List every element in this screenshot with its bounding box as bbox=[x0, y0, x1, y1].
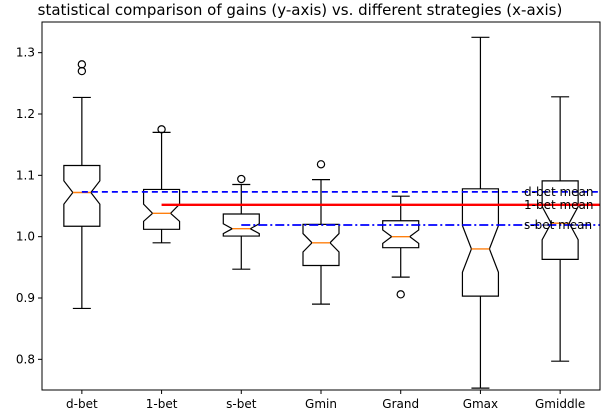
flier-point bbox=[396, 290, 405, 299]
x-tick-label: Gmin bbox=[305, 397, 337, 411]
x-tick: 1-bet bbox=[146, 390, 178, 411]
box-d-bet bbox=[63, 60, 101, 310]
flier-point bbox=[237, 174, 246, 184]
y-tick: 1.3 bbox=[16, 46, 42, 60]
box-Gmiddle bbox=[541, 96, 579, 362]
y-tick-label: 1.1 bbox=[16, 168, 35, 182]
reference-label: d-bet mean bbox=[524, 185, 594, 199]
flier-point bbox=[157, 125, 166, 134]
notched-box bbox=[461, 188, 500, 297]
chart-title: statistical comparison of gains (y-axis)… bbox=[38, 1, 563, 19]
flier-point bbox=[77, 66, 87, 76]
x-tick-label: Gmax bbox=[463, 397, 498, 411]
y-tick-label: 1.2 bbox=[16, 107, 35, 121]
box-Gmin bbox=[302, 160, 340, 305]
reference-line-s-bet-mean: s-bet mean bbox=[241, 218, 600, 232]
notched-box bbox=[63, 164, 101, 227]
box-Grand bbox=[382, 195, 420, 299]
x-tick: d-bet bbox=[66, 390, 98, 411]
y-tick: 1.1 bbox=[16, 168, 42, 182]
x-tick: Grand bbox=[382, 390, 419, 411]
y-tick-label: 0.8 bbox=[16, 352, 35, 366]
x-tick: Gmax bbox=[463, 390, 498, 411]
reference-label: s-bet mean bbox=[524, 218, 592, 232]
box-1-bet bbox=[142, 125, 181, 244]
x-tick-label: Gmiddle bbox=[535, 397, 585, 411]
box-s-bet bbox=[222, 174, 260, 270]
x-tick: Gmiddle bbox=[535, 390, 585, 411]
x-tick-label: 1-bet bbox=[146, 397, 178, 411]
axes: 0.8 0.9 1.0 1.1 1.2 1.3 d-bet 1-bet s-bet Gmin Gra… bbox=[16, 21, 601, 411]
notched-box bbox=[302, 223, 340, 267]
y-tick-label: 1.0 bbox=[16, 230, 35, 244]
reference-line-d-bet-mean: d-bet mean bbox=[81, 185, 600, 199]
x-tick-label: s-bet bbox=[226, 397, 257, 411]
y-tick: 1.2 bbox=[16, 107, 42, 121]
notched-box bbox=[382, 220, 420, 249]
plot-area bbox=[63, 36, 579, 389]
notched-box bbox=[142, 188, 181, 230]
flier-point bbox=[77, 60, 87, 69]
reference-label: 1-bet mean bbox=[524, 198, 594, 212]
y-tick-label: 1.3 bbox=[16, 46, 35, 60]
y-tick: 0.9 bbox=[16, 291, 42, 305]
y-tick: 1.0 bbox=[16, 230, 42, 244]
x-tick-label: d-bet bbox=[66, 397, 98, 411]
notched-box bbox=[541, 180, 579, 260]
x-tick-label: Grand bbox=[382, 397, 419, 411]
y-tick-label: 0.9 bbox=[16, 291, 35, 305]
notched-box bbox=[222, 213, 260, 237]
reference-line-1-bet-mean: 1-bet mean bbox=[161, 198, 600, 212]
box-Gmax bbox=[461, 36, 500, 389]
x-tick: Gmin bbox=[305, 390, 337, 411]
y-tick: 0.8 bbox=[16, 352, 42, 366]
flier-point bbox=[316, 160, 326, 169]
x-tick: s-bet bbox=[226, 390, 257, 411]
